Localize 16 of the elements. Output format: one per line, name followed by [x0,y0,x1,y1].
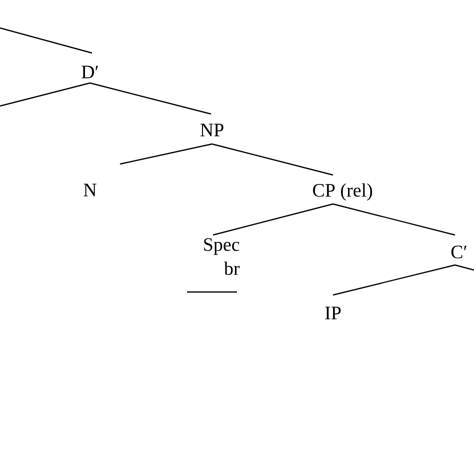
tree-label: D′ [82,66,98,78]
tree-label: CP (rel) [313,183,372,201]
tree-branch [454,264,474,271]
tree-branch [212,203,334,236]
tree-label: N [84,184,96,196]
tree-branch [332,203,456,236]
tree-branch [332,264,456,296]
tree-label: C′ [451,246,466,258]
tree-label: NP [200,124,224,136]
tree-branch [0,82,90,107]
tree-label: Spec br [204,238,240,275]
tree-branch [120,143,212,165]
tree-branch [0,27,92,54]
tree-branch [90,82,212,115]
tree-label: IP [325,306,341,320]
tree-branch [212,143,334,176]
